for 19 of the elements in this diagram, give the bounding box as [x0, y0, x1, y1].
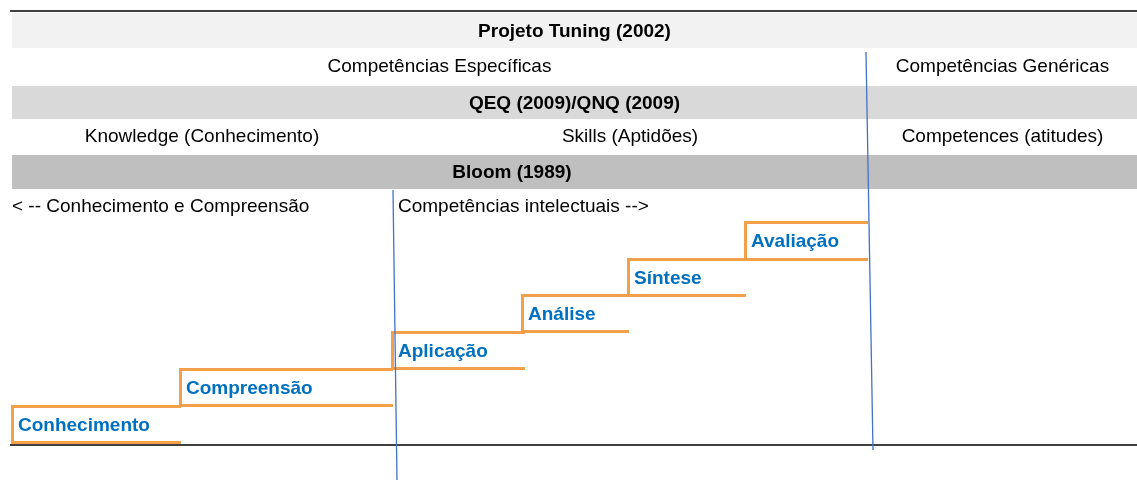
step-label: Avaliação: [744, 221, 868, 261]
column-heading: Skills (Aptidões): [560, 124, 700, 148]
header-band: [12, 155, 1137, 189]
step-label: Análise: [521, 294, 629, 333]
header-band: [12, 86, 1137, 119]
band-title: Projeto Tuning (2002): [478, 19, 671, 42]
column-heading: Competências Específicas: [326, 54, 553, 78]
column-heading: Competências Genéricas: [894, 54, 1111, 78]
band-title: Bloom (1989): [451, 161, 573, 183]
range-note: < -- Conhecimento e Compreensão: [12, 194, 311, 218]
column-heading: Competences (atitudes): [900, 124, 1105, 148]
step-label: Aplicação: [391, 331, 525, 370]
step-label: Compreensão: [179, 368, 393, 407]
column-heading: Knowledge (Conhecimento): [83, 124, 321, 148]
step-label: Síntese: [627, 258, 746, 297]
range-note: Competências intelectuais -->: [398, 194, 650, 218]
header-band: [12, 13, 1137, 48]
step-label: Conhecimento: [11, 405, 181, 444]
band-title: QEQ (2009)/QNQ (2009): [468, 91, 681, 114]
